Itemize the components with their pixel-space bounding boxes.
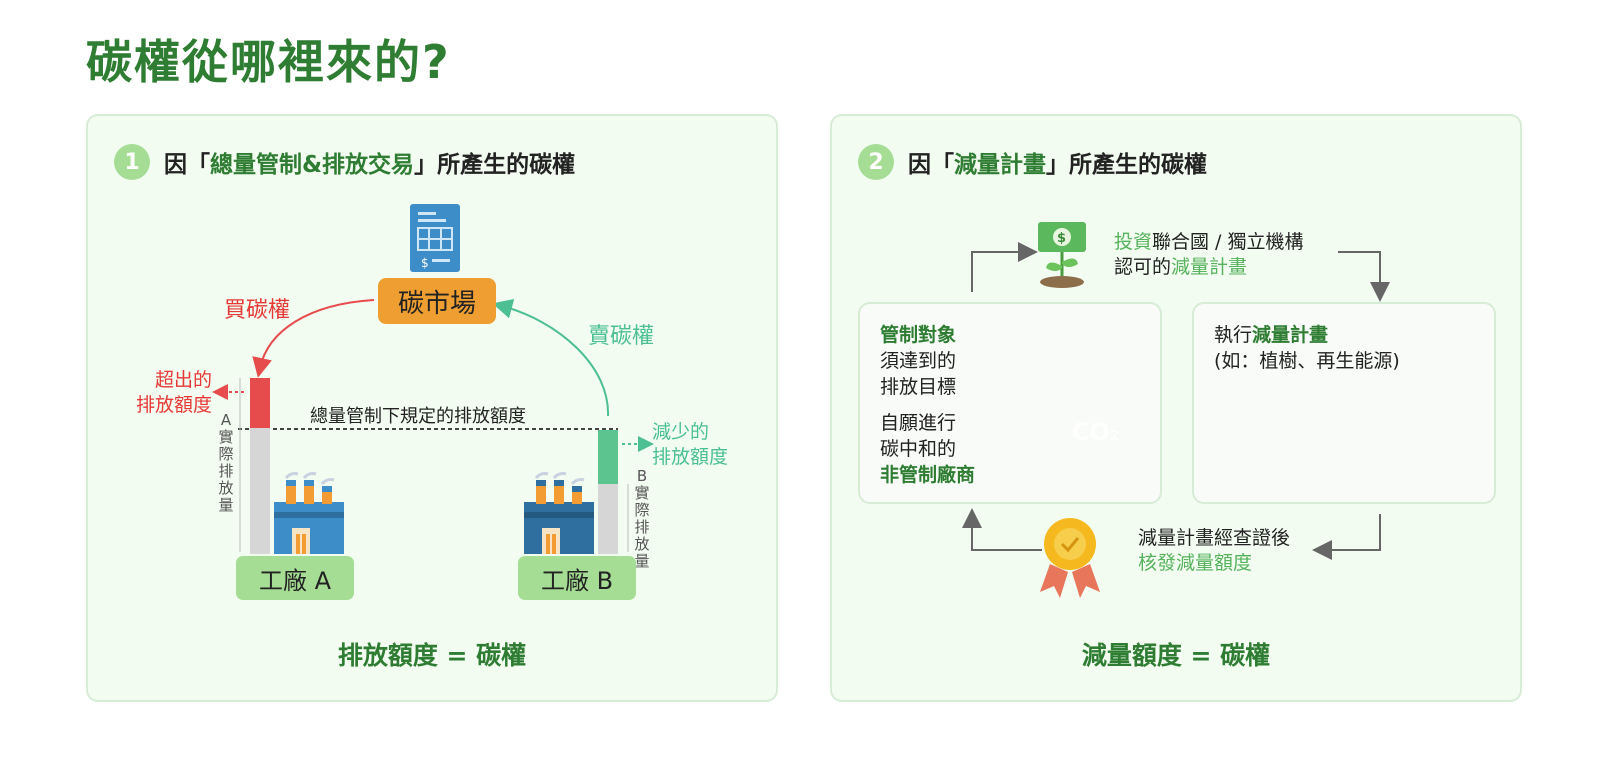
invest-line2: 認可的減量計畫	[1114, 255, 1304, 280]
factory-b-icon	[524, 472, 594, 554]
factory-a-icon	[274, 472, 344, 554]
step-number-badge: 2	[858, 144, 894, 180]
panel-heading: 2 因「減量計畫」所產生的碳權	[858, 144, 1207, 180]
panel-heading-text: 因「總量管制&排放交易」所產生的碳權	[164, 145, 575, 179]
reduced-label: 減少的 排放額度	[652, 420, 728, 470]
heading-highlight: 減量計畫	[954, 152, 1046, 178]
panel-heading: 1 因「總量管制&排放交易」所產生的碳權	[114, 144, 575, 180]
factory-a-bar	[250, 428, 270, 554]
box2-execute: 執行	[1214, 324, 1253, 346]
issue-arrow	[962, 508, 1042, 551]
excess-label-line1: 超出的	[154, 369, 212, 391]
step-number-badge: 1	[114, 144, 150, 180]
box1-line5: 碳中和的	[880, 438, 957, 460]
buy-label: 買碳權	[224, 298, 291, 323]
page-title: 碳權從哪裡來的?	[86, 35, 451, 89]
heading-prefix: 因「	[164, 152, 210, 178]
svg-text:$: $	[421, 256, 429, 270]
invest-project: 減量計畫	[1171, 256, 1248, 278]
medal-icon	[1040, 518, 1100, 598]
carbon-market-box: 碳市場	[378, 278, 496, 324]
cap-trade-diagram: $	[212, 204, 654, 554]
a-actual-label: A實際排放量	[218, 411, 234, 514]
invest-line1: 投資聯合國 / 獨立機構	[1114, 230, 1304, 255]
heading-highlight: 總量管制&排放交易	[210, 152, 415, 178]
regulated-target-box	[858, 302, 1162, 504]
reduced-label-line1: 減少的	[652, 421, 710, 443]
regulated-target-text: 管制對象 須達到的 排放目標 自願進行 碳中和的 非管制廠商	[880, 322, 975, 488]
reduced-label-line2: 排放額度	[652, 446, 729, 468]
verify-line1: 減量計畫經查證後	[1138, 527, 1291, 549]
buy-arrow	[252, 299, 375, 378]
execute-project-box	[1192, 302, 1496, 504]
box2-project: 減量計畫	[1252, 324, 1329, 346]
invest-arrow	[971, 242, 1038, 292]
sell-arrow	[492, 298, 610, 417]
factory-b-label: 工廠 B	[518, 556, 636, 600]
cap-label: 總量管制下規定的排放額度	[310, 406, 526, 427]
execute-project-text: 執行減量計畫 (如：植樹、再生能源)	[1214, 322, 1400, 374]
factory-a-label: 工廠 A	[236, 556, 354, 600]
box1-line4: 自願進行	[880, 412, 957, 434]
box2-line1: 執行減量計畫	[1214, 322, 1400, 348]
b-actual-label: B實際排放量	[634, 467, 650, 570]
box1-line6: 非管制廠商	[880, 464, 976, 486]
box1-line2: 須達到的	[880, 350, 957, 372]
invest-approved: 認可的	[1114, 256, 1172, 278]
verify-arrow	[1312, 514, 1381, 560]
execute-arrow	[1338, 251, 1390, 302]
reduced-bar	[598, 430, 618, 484]
invest-text: 投資聯合國 / 獨立機構 認可的減量計畫	[1114, 230, 1304, 280]
box1-line3: 排放目標	[880, 376, 957, 398]
verify-text: 減量計畫經查證後 核發減量額度	[1138, 526, 1290, 576]
sell-label: 賣碳權	[588, 324, 655, 349]
money-plant-icon: $	[1038, 222, 1086, 288]
excess-bar	[250, 378, 270, 428]
panel-heading-text: 因「減量計畫」所產生的碳權	[908, 145, 1207, 179]
document-icon: $	[410, 204, 460, 272]
panel-cap-and-trade: 1 因「總量管制&排放交易」所產生的碳權 $	[86, 114, 778, 702]
invest-org: 聯合國 / 獨立機構	[1152, 231, 1304, 253]
box2-line2: (如：植樹、再生能源)	[1214, 350, 1400, 372]
verify-line2: 核發減量額度	[1138, 552, 1253, 574]
svg-text:$: $	[1057, 231, 1066, 246]
excess-label: 超出的 排放額度	[92, 368, 212, 418]
excess-label-line2: 排放額度	[135, 394, 212, 416]
co2-label: CO₂	[1071, 418, 1121, 446]
heading-suffix: 」所產生的碳權	[1046, 152, 1207, 178]
heading-suffix: 」所產生的碳權	[414, 152, 576, 178]
factory-b-bar	[598, 484, 618, 554]
panel-reduction-project: 2 因「減量計畫」所產生的碳權 $	[830, 114, 1522, 702]
box1-line1: 管制對象	[880, 324, 957, 346]
panel2-footer: 減量額度 = 碳權	[1081, 641, 1271, 670]
invest-keyword: 投資	[1114, 231, 1153, 253]
heading-prefix: 因「	[908, 152, 954, 178]
panel1-footer: 排放額度 = 碳權	[337, 641, 527, 670]
